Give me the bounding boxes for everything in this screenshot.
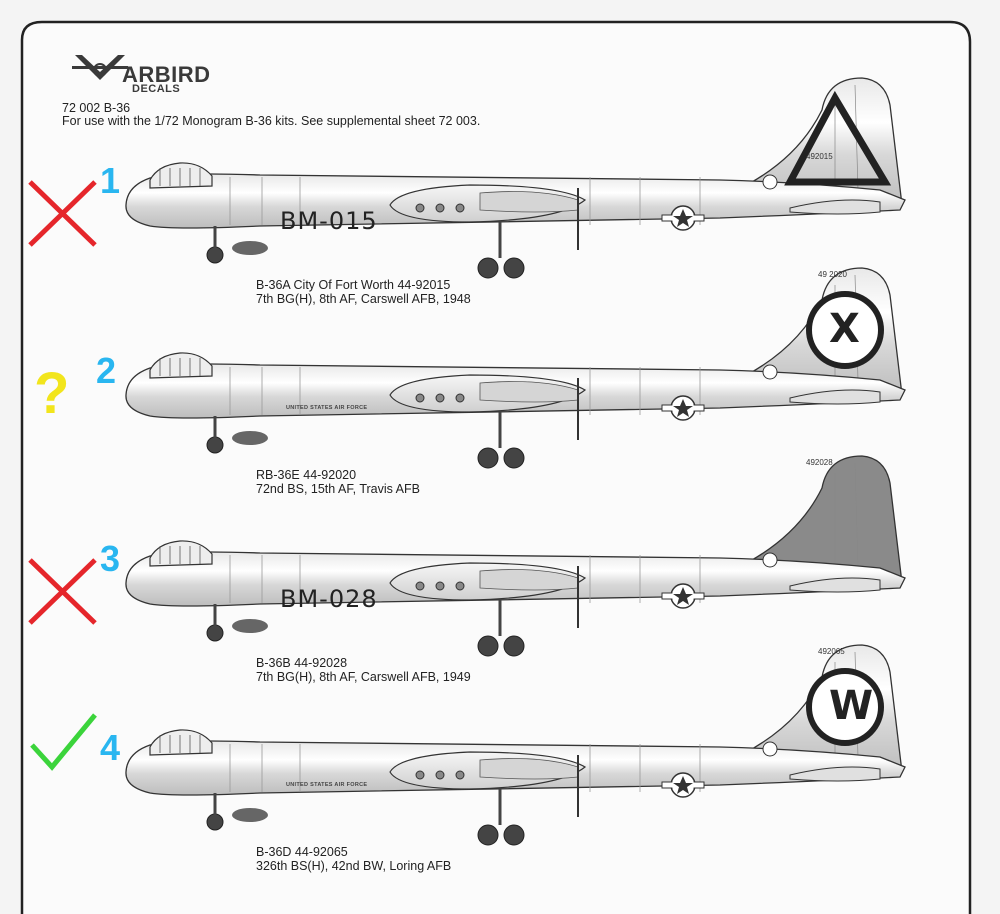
aircraft-profile	[28, 455, 906, 657]
radome	[232, 241, 268, 255]
nose-wheel	[206, 813, 224, 831]
circle-marking-icon	[806, 291, 884, 369]
star-icon	[673, 776, 693, 794]
caption-line-2: 7th BG(H), 8th AF, Carswell AFB, 1949	[256, 670, 471, 684]
caption-line-2: 326th BS(H), 42nd BW, Loring AFB	[256, 859, 452, 873]
question-icon: ?	[34, 361, 70, 426]
triangle-marking-icon	[784, 90, 892, 186]
tail-serial: 492065	[818, 647, 845, 656]
jet-pod	[415, 203, 425, 213]
check-icon	[30, 713, 97, 771]
fuselage-code: BM-015	[280, 207, 378, 235]
unit-emblem-icon	[762, 741, 778, 757]
unit-emblem-icon	[762, 364, 778, 380]
star-icon	[673, 209, 693, 227]
main-wheel	[477, 257, 499, 279]
tail-serial: 492028	[806, 458, 833, 467]
aircraft-profile	[28, 77, 906, 279]
jet-pod	[415, 770, 425, 780]
jet-pod	[455, 393, 465, 403]
aircraft-number: 4	[100, 727, 121, 768]
cross-icon	[28, 180, 97, 247]
aircraft-number: 2	[96, 350, 117, 391]
main-wheel	[477, 824, 499, 846]
main-wheel	[503, 447, 525, 469]
cockpit-canopy	[149, 540, 213, 567]
tail-letter: W	[829, 683, 874, 729]
aircraft-number: 3	[100, 538, 121, 579]
sheet-note: For use with the 1/72 Monogram B-36 kits…	[62, 114, 481, 128]
jet-pod	[415, 393, 425, 403]
caption-line-1: B-36B 44-92028	[256, 656, 348, 670]
jet-pod	[455, 581, 465, 591]
main-wheel	[503, 257, 525, 279]
jet-pod	[455, 770, 465, 780]
nose-wheel	[206, 246, 224, 264]
brand-name: ARBIRD	[122, 62, 211, 87]
horizontal-stabilizer	[789, 389, 881, 405]
jet-pod	[435, 770, 445, 780]
horizontal-stabilizer	[789, 199, 881, 215]
main-wheel	[477, 447, 499, 469]
horizontal-stabilizer	[789, 577, 881, 593]
cockpit-canopy	[149, 352, 213, 379]
radome	[232, 431, 268, 445]
main-wheel	[503, 824, 525, 846]
tail-panel-lines	[834, 462, 859, 569]
jet-pod	[435, 203, 445, 213]
fuselage-code: BM-028	[280, 585, 378, 613]
unit-emblem-icon	[762, 552, 778, 568]
tail-letter: X	[829, 306, 860, 352]
fuselage-text: UNITED STATES AIR FORCE	[286, 782, 368, 788]
warbird-logo-icon	[72, 55, 128, 80]
aircraft-profile	[125, 267, 906, 469]
jet-pod	[415, 581, 425, 591]
caption-line-2: 72nd BS, 15th AF, Travis AFB	[256, 482, 420, 496]
caption-line-2: 7th BG(H), 8th AF, Carswell AFB, 1948	[256, 292, 471, 306]
cross-icon	[28, 558, 97, 625]
aircraft-profile	[30, 644, 906, 846]
aircraft-number: 1	[100, 160, 121, 201]
jet-pod	[435, 581, 445, 591]
circle-marking-icon	[806, 668, 884, 746]
radome	[232, 619, 268, 633]
nose-wheel	[206, 624, 224, 642]
star-icon	[673, 587, 693, 605]
fuselage-text: UNITED STATES AIR FORCE	[286, 405, 368, 411]
tail-serial: 492015	[806, 152, 833, 161]
sheet-code: 72 002 B-36	[62, 101, 131, 115]
tail-fin	[699, 455, 903, 584]
jet-pod	[455, 203, 465, 213]
tail-serial: 49 2020	[818, 270, 847, 279]
main-wheel	[503, 635, 525, 657]
unit-emblem-icon	[762, 174, 778, 190]
brand-sub: DECALS	[132, 83, 181, 95]
radome	[232, 808, 268, 822]
main-wheel	[477, 635, 499, 657]
tail-fin	[699, 77, 903, 206]
cockpit-canopy	[149, 729, 213, 756]
nose-wheel	[206, 436, 224, 454]
caption-line-1: B-36A City Of Fort Worth 44-92015	[256, 278, 451, 292]
star-icon	[673, 399, 693, 417]
jet-pod	[435, 393, 445, 403]
caption-line-1: B-36D 44-92065	[256, 845, 348, 859]
horizontal-stabilizer	[789, 766, 881, 782]
caption-line-1: RB-36E 44-92020	[256, 468, 357, 482]
cockpit-canopy	[149, 162, 213, 189]
